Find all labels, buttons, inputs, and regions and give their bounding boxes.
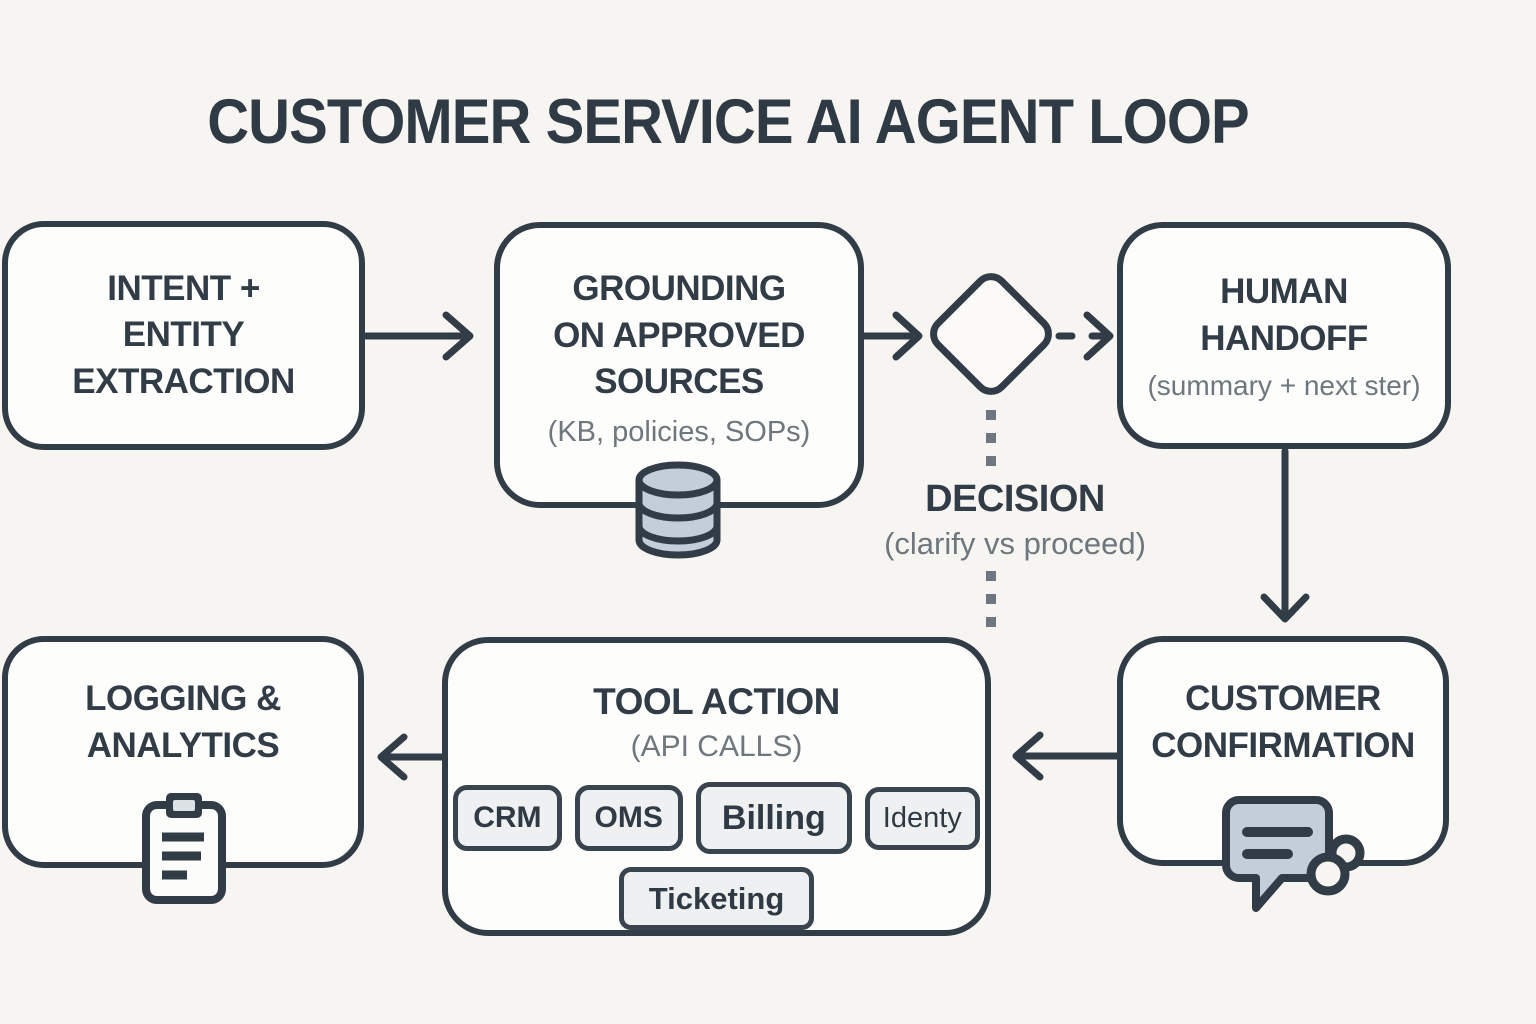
dotted-decision-line — [986, 410, 996, 627]
chip-crm: CRM — [453, 785, 562, 852]
arrow-grounding-to-decision — [860, 311, 923, 361]
node-title: INTENT + ENTITY EXTRACTION — [72, 268, 295, 401]
decision-title: DECISION — [925, 478, 1105, 520]
chat-bubble-icon — [1222, 796, 1365, 912]
decision-label: DECISION (clarify vs proceed) — [884, 478, 1146, 562]
node-grounding-on-approved-sources: GROUNDING ON APPROVED SOURCES (KB, polic… — [494, 222, 864, 508]
node-title: HUMAN HANDOFF — [1200, 271, 1368, 358]
node-subtitle: (API CALLS) — [630, 730, 803, 764]
arrow-decision-to-handoff — [1055, 311, 1114, 361]
arrow-handoff-to-confirmation — [1260, 447, 1310, 623]
chip-billing: Billing — [695, 782, 852, 855]
node-title: TOOL ACTION — [593, 681, 840, 722]
page-title: CUSTOMER SERVICE AI AGENT LOOP — [207, 87, 1250, 157]
arrow-tool-action-to-logging — [377, 733, 445, 781]
decision-diamond-shape — [930, 273, 1052, 395]
clipboard-icon — [142, 793, 226, 904]
node-tool-action: TOOL ACTION (API CALLS) CRM OMS Billing … — [442, 637, 991, 936]
node-intent-entity-extraction: INTENT + ENTITY EXTRACTION — [2, 221, 365, 450]
node-title: GROUNDING ON APPROVED SOURCES — [553, 269, 805, 402]
decision-subtitle: (clarify vs proceed) — [884, 526, 1146, 561]
node-title: CUSTOMER CONFIRMATION — [1151, 679, 1415, 765]
chip-identy: Identy — [864, 786, 980, 850]
loop-arrow-icon — [1306, 834, 1365, 896]
tool-chip-row: CRM OMS Billing Identy — [453, 782, 980, 855]
arrow-intent-to-grounding — [362, 311, 474, 361]
arrow-confirmation-to-tool-action — [1012, 731, 1121, 781]
node-human-handoff: HUMAN HANDOFF (summary + next ster) — [1117, 222, 1451, 449]
database-icon — [635, 461, 721, 559]
node-subtitle: (KB, policies, SOPs) — [547, 415, 811, 448]
chip-ticketing: Ticketing — [618, 867, 815, 930]
node-title: LOGGING & ANALYTICS — [85, 679, 281, 765]
chip-oms: OMS — [574, 785, 683, 852]
node-subtitle: (summary + next ster) — [1147, 370, 1421, 402]
